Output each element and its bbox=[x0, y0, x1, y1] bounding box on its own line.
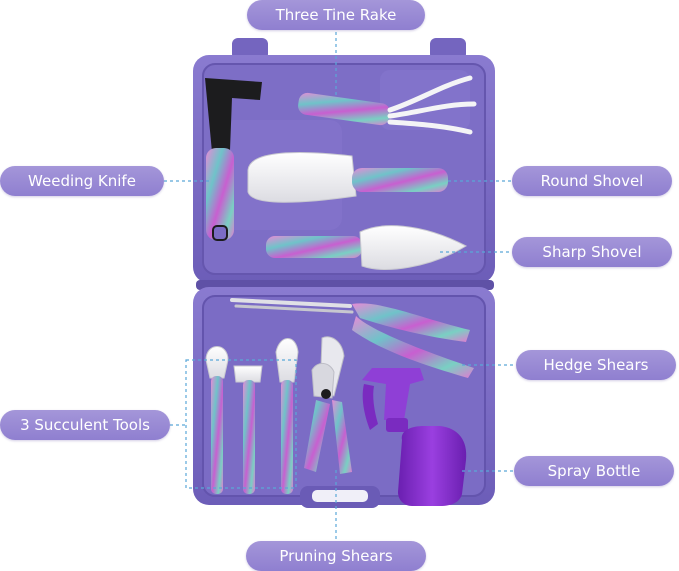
label-weeding-knife: Weeding Knife bbox=[0, 166, 164, 196]
label-pruning-shears: Pruning Shears bbox=[246, 541, 426, 571]
label-three-tine-rake: Three Tine Rake bbox=[247, 0, 425, 30]
label-hedge-shears: Hedge Shears bbox=[516, 350, 676, 380]
label-spray-bottle: Spray Bottle bbox=[514, 456, 674, 486]
label-sharp-shovel: Sharp Shovel bbox=[512, 237, 672, 267]
sharp-shovel bbox=[266, 225, 468, 270]
pruning-shears bbox=[304, 336, 352, 474]
label-round-shovel: Round Shovel bbox=[512, 166, 672, 196]
hedge-shears bbox=[230, 298, 474, 378]
leader-lines bbox=[164, 26, 516, 544]
round-shovel bbox=[247, 152, 448, 203]
spray-bottle bbox=[362, 368, 467, 506]
label-succulent-tools: 3 Succulent Tools bbox=[0, 410, 170, 440]
weeding-knife bbox=[205, 78, 262, 241]
succulent-tools bbox=[205, 338, 299, 494]
three-tine-rake bbox=[298, 75, 477, 135]
